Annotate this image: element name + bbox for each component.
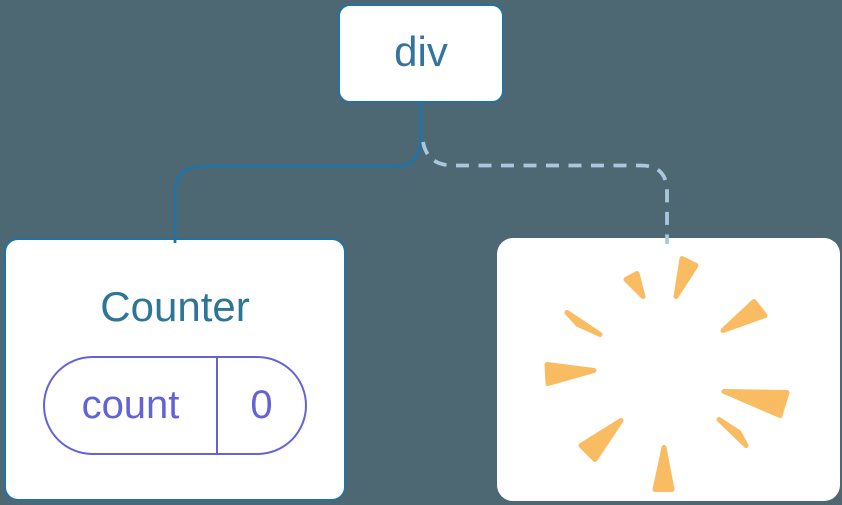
state-pill: count 0 xyxy=(43,356,307,455)
tree-node-div: div xyxy=(338,4,504,103)
connector-div-to-removed xyxy=(421,141,669,244)
node-label-div: div xyxy=(394,27,448,75)
tree-node-counter: Counter count 0 xyxy=(4,238,346,501)
state-name-label: count xyxy=(45,358,218,453)
poof-explosion-icon xyxy=(544,256,790,492)
state-value-label: 0 xyxy=(250,383,273,427)
tree-node-removed xyxy=(497,238,840,501)
connector-div-to-counter xyxy=(173,101,422,243)
component-name-label: Counter xyxy=(100,283,250,330)
